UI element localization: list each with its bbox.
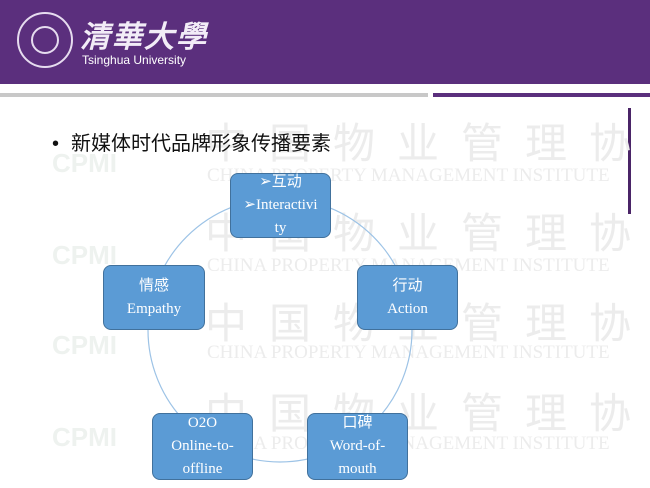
node-label: 行动 (392, 277, 423, 294)
cycle-node-o2o: O2O Online-to-offline (152, 413, 253, 480)
bullet-text: 新媒体时代品牌形象传播要素 (71, 133, 332, 155)
watermark-logo: CPMI (52, 330, 117, 360)
cycle-node-interactivity: ➢互动 ➢Interactivi ty (230, 173, 331, 238)
node-label: ➢Interactivi (243, 197, 318, 213)
university-seal-logo (17, 12, 73, 68)
node-label: ty (274, 220, 287, 236)
university-name-en: Tsinghua University (82, 53, 187, 67)
divider-purple (433, 93, 650, 97)
node-label: 口碑 (342, 415, 373, 431)
watermark-en: CHINA PROPERTY MANAGEMENT INSTITUTE (207, 342, 610, 363)
watermark-cn: 中国物业管理协会 (205, 119, 650, 168)
node-label: Empathy (126, 300, 182, 317)
university-name-cn: 清華大學 (80, 20, 208, 55)
divider-gray (0, 93, 428, 97)
node-label: Action (387, 300, 428, 317)
node-label: mouth (338, 461, 377, 477)
node-label: Word-of- (329, 438, 386, 454)
cycle-node-action: 行动 Action (357, 265, 458, 330)
node-label: Online-to- (171, 438, 234, 454)
watermark-cn: 中国物业管理协会 (205, 389, 650, 438)
node-label: ➢互动 (259, 174, 302, 190)
watermark-logo: CPMI (52, 422, 117, 452)
node-label: offline (182, 461, 223, 477)
node-label: 情感 (138, 277, 169, 294)
side-accent-bar (628, 108, 631, 214)
cycle-node-word-of-mouth: 口碑 Word-of-mouth (307, 413, 408, 480)
watermark-logo: CPMI (52, 148, 117, 178)
bullet-heading: • 新媒体时代品牌形象传播要素 (52, 127, 343, 156)
cycle-node-empathy: 情感 Empathy (103, 265, 205, 330)
node-label: O2O (187, 415, 218, 431)
bullet-marker: • (52, 133, 60, 155)
header-banner: 清華大學 Tsinghua University (0, 0, 650, 84)
